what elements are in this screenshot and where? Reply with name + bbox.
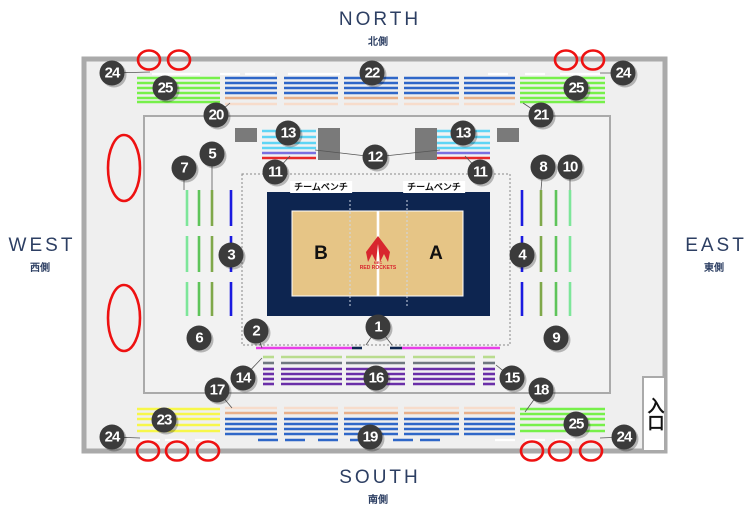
east-sublabel: 東側 bbox=[704, 263, 724, 274]
court-side-b: B bbox=[314, 243, 328, 264]
section-marker-16[interactable]: 16 bbox=[363, 365, 389, 391]
section-marker-17[interactable]: 17 bbox=[204, 377, 230, 403]
section-marker-23[interactable]: 23 bbox=[151, 407, 177, 433]
section-marker-22[interactable]: 22 bbox=[359, 60, 385, 86]
section-marker-11[interactable]: 11 bbox=[262, 159, 288, 185]
section-marker-2[interactable]: 2 bbox=[243, 318, 269, 344]
highlight-circle bbox=[519, 440, 545, 462]
section-marker-13[interactable]: 13 bbox=[450, 120, 476, 146]
section-marker-25[interactable]: 25 bbox=[563, 411, 589, 437]
highlight-circle bbox=[578, 440, 604, 462]
north-label: NORTH bbox=[338, 9, 422, 30]
section-marker-5[interactable]: 5 bbox=[199, 141, 225, 167]
camera-platform bbox=[235, 128, 257, 142]
highlight-circle bbox=[195, 440, 221, 462]
section-marker-11[interactable]: 11 bbox=[467, 159, 493, 185]
section-marker-25[interactable]: 25 bbox=[152, 75, 178, 101]
section-marker-4[interactable]: 4 bbox=[509, 242, 535, 268]
section-marker-12[interactable]: 12 bbox=[362, 144, 388, 170]
highlight-circle bbox=[553, 49, 579, 71]
east-label: EAST bbox=[685, 235, 747, 256]
team-bench-left-label: チームベンチ bbox=[290, 181, 352, 193]
highlight-ellipse bbox=[106, 283, 142, 353]
section-marker-24[interactable]: 24 bbox=[610, 60, 636, 86]
section-marker-14[interactable]: 14 bbox=[230, 365, 256, 391]
west-sublabel: 西側 bbox=[30, 263, 50, 274]
section-marker-1[interactable]: 1 bbox=[365, 314, 391, 340]
south-sublabel: 南側 bbox=[368, 495, 388, 506]
highlight-circle bbox=[136, 49, 162, 71]
section-marker-21[interactable]: 21 bbox=[528, 102, 554, 128]
section-marker-24[interactable]: 24 bbox=[611, 424, 637, 450]
section-marker-25[interactable]: 25 bbox=[563, 75, 589, 101]
camera-platform bbox=[415, 128, 437, 160]
team-logo-icon bbox=[366, 236, 390, 262]
highlight-circle bbox=[166, 49, 192, 71]
section-marker-24[interactable]: 24 bbox=[99, 424, 125, 450]
team-bench-right-label: チームベンチ bbox=[403, 181, 465, 193]
section-marker-10[interactable]: 10 bbox=[557, 154, 583, 180]
highlight-circle bbox=[164, 440, 190, 462]
section-marker-13[interactable]: 13 bbox=[275, 120, 301, 146]
section-marker-15[interactable]: 15 bbox=[499, 365, 525, 391]
highlight-ellipse bbox=[106, 133, 142, 203]
west-label: WEST bbox=[8, 235, 76, 256]
section-marker-7[interactable]: 7 bbox=[171, 155, 197, 181]
section-marker-9[interactable]: 9 bbox=[543, 325, 569, 351]
section-marker-6[interactable]: 6 bbox=[186, 325, 212, 351]
section-marker-24[interactable]: 24 bbox=[99, 60, 125, 86]
logo-text-top: NEC bbox=[373, 260, 383, 265]
camera-platform bbox=[497, 128, 519, 142]
camera-platform bbox=[318, 128, 340, 160]
section-marker-20[interactable]: 20 bbox=[203, 102, 229, 128]
court-side-a: A bbox=[429, 243, 443, 264]
section-marker-19[interactable]: 19 bbox=[357, 424, 383, 450]
logo-text-main: RED ROCKETS bbox=[359, 265, 397, 271]
section-marker-3[interactable]: 3 bbox=[218, 242, 244, 268]
section-marker-8[interactable]: 8 bbox=[530, 154, 556, 180]
highlight-circle bbox=[135, 440, 161, 462]
south-label: SOUTH bbox=[339, 467, 421, 488]
section-marker-18[interactable]: 18 bbox=[528, 377, 554, 403]
north-sublabel: 北側 bbox=[368, 37, 388, 48]
highlight-circle bbox=[547, 440, 573, 462]
highlight-circle bbox=[580, 49, 606, 71]
entrance: 入口 bbox=[642, 376, 666, 452]
